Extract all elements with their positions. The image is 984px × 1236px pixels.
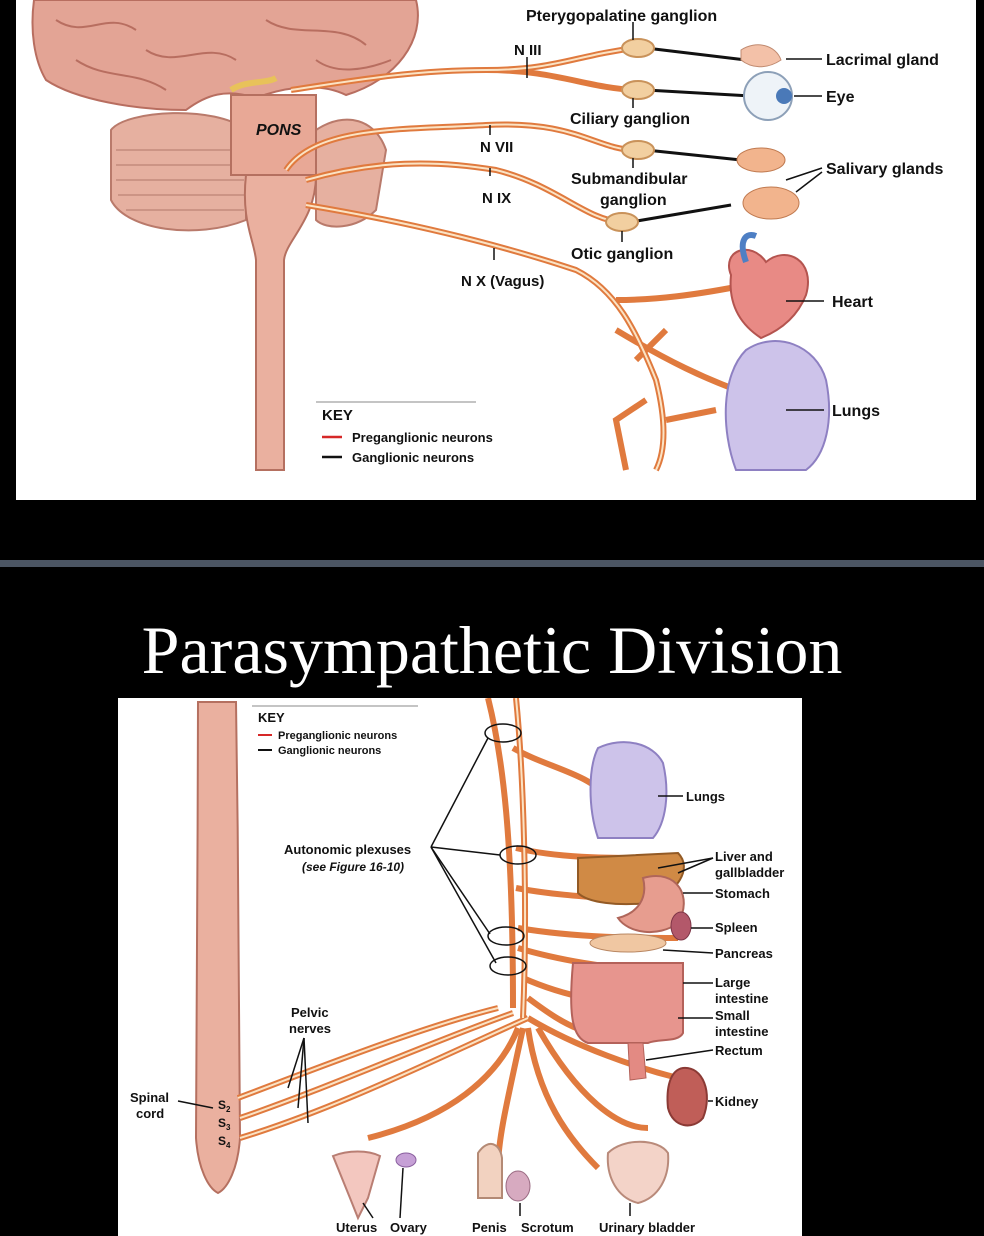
scrotum-label: Scrotum — [521, 1220, 574, 1235]
intestines — [570, 962, 684, 1044]
heart — [728, 248, 809, 340]
key-gang-label: Ganglionic neurons — [278, 745, 381, 757]
key-title: KEY — [258, 710, 285, 725]
bottom-key: KEY Preganglionic neurons Ganglionic neu… — [252, 705, 418, 757]
lungs — [724, 340, 831, 471]
spinal-label: Spinal — [130, 1090, 169, 1105]
nerve-7-label: N VII — [480, 139, 513, 156]
small-intestine-label-2: intestine — [715, 1024, 768, 1039]
spleen-label: Spleen — [715, 920, 758, 935]
stomach-label: Stomach — [715, 886, 770, 901]
submandibular-label-2: ganglion — [600, 192, 667, 209]
salivary-gland-lower — [742, 186, 800, 220]
top-diagram-panel: PONS — [16, 0, 976, 500]
key-gang-label: Ganglionic neurons — [352, 450, 474, 465]
key-title: KEY — [322, 407, 353, 424]
cerebellum — [110, 112, 247, 232]
uterus — [331, 1150, 382, 1221]
pancreas — [589, 933, 667, 953]
kidney — [666, 1066, 708, 1127]
slide-divider — [0, 560, 984, 567]
pelvic-label: Pelvic — [291, 1005, 329, 1020]
slide-title: Parasympathetic Division — [141, 612, 843, 688]
brainstem — [243, 174, 318, 471]
gallbladder-label: gallbladder — [715, 865, 784, 880]
nerve-3-label: N III — [514, 42, 542, 59]
key-pre-label: Preganglionic neurons — [278, 730, 397, 742]
key-pre-label: Preganglionic neurons — [352, 430, 493, 445]
nerve-9-label: N IX — [482, 190, 511, 207]
sacral-outflow-diagram: Lungs Liver and gallbladder Stomach Sple… — [130, 698, 784, 1235]
lungs-label: Lungs — [832, 403, 880, 420]
plexuses-label: Autonomic plexuses — [284, 842, 411, 857]
bladder-label: Urinary bladder — [599, 1220, 695, 1235]
pelvic-label-2: nerves — [289, 1021, 331, 1036]
s2-label: S2 — [218, 1098, 231, 1114]
large-intestine-label-2: intestine — [715, 991, 768, 1006]
pons-label: PONS — [256, 122, 302, 139]
ciliary-label: Ciliary ganglion — [570, 111, 690, 128]
otic-label: Otic ganglion — [571, 246, 673, 263]
cranial-outflow-diagram: PONS — [31, 0, 943, 472]
penis-label: Penis — [472, 1220, 507, 1235]
stomach — [616, 875, 685, 934]
salivary-gland-upper — [736, 147, 786, 173]
ganglionic-fibers — [630, 46, 752, 224]
lungs — [589, 741, 668, 839]
plexuses-ref-label: (see Figure 16-10) — [302, 860, 404, 874]
leader-lines — [489, 22, 824, 411]
spinal-label-2: cord — [136, 1106, 164, 1121]
plexus-markers — [430, 723, 537, 976]
pancreas-label: Pancreas — [715, 946, 773, 961]
spleen — [670, 911, 692, 941]
nerve-10-label: N X (Vagus) — [461, 273, 544, 290]
large-intestine-label: Large — [715, 975, 750, 990]
heart-label: Heart — [832, 294, 874, 311]
liver-label: Liver and — [715, 849, 773, 864]
penis — [477, 1143, 503, 1199]
salivary-label: Salivary glands — [826, 161, 943, 178]
submandibular-label: Submandibular — [571, 171, 687, 188]
pterygopalatine-label: Pterygopalatine ganglion — [526, 8, 717, 25]
scrotum — [505, 1170, 531, 1202]
lacrimal-gland — [740, 44, 782, 68]
kidney-label: Kidney — [715, 1094, 759, 1109]
ovary-label: Ovary — [390, 1220, 428, 1235]
bottom-diagram-panel: Lungs Liver and gallbladder Stomach Sple… — [118, 698, 802, 1236]
lacrimal-label: Lacrimal gland — [826, 52, 939, 69]
rectum-label: Rectum — [715, 1043, 763, 1058]
uterus-label: Uterus — [336, 1220, 377, 1235]
lungs-label: Lungs — [686, 789, 725, 804]
spinal-cord — [194, 701, 242, 1195]
top-key: KEY Preganglionic neurons Ganglionic neu… — [316, 401, 493, 465]
eye-label: Eye — [826, 89, 855, 106]
ovary — [395, 1152, 417, 1168]
leader-lines — [177, 795, 714, 1219]
rectum — [627, 1042, 647, 1081]
s3-label: S3 — [218, 1116, 231, 1132]
ganglia — [605, 38, 655, 232]
urinary-bladder — [606, 1140, 670, 1205]
s4-label: S4 — [218, 1134, 231, 1150]
small-intestine-label: Small — [715, 1008, 750, 1023]
